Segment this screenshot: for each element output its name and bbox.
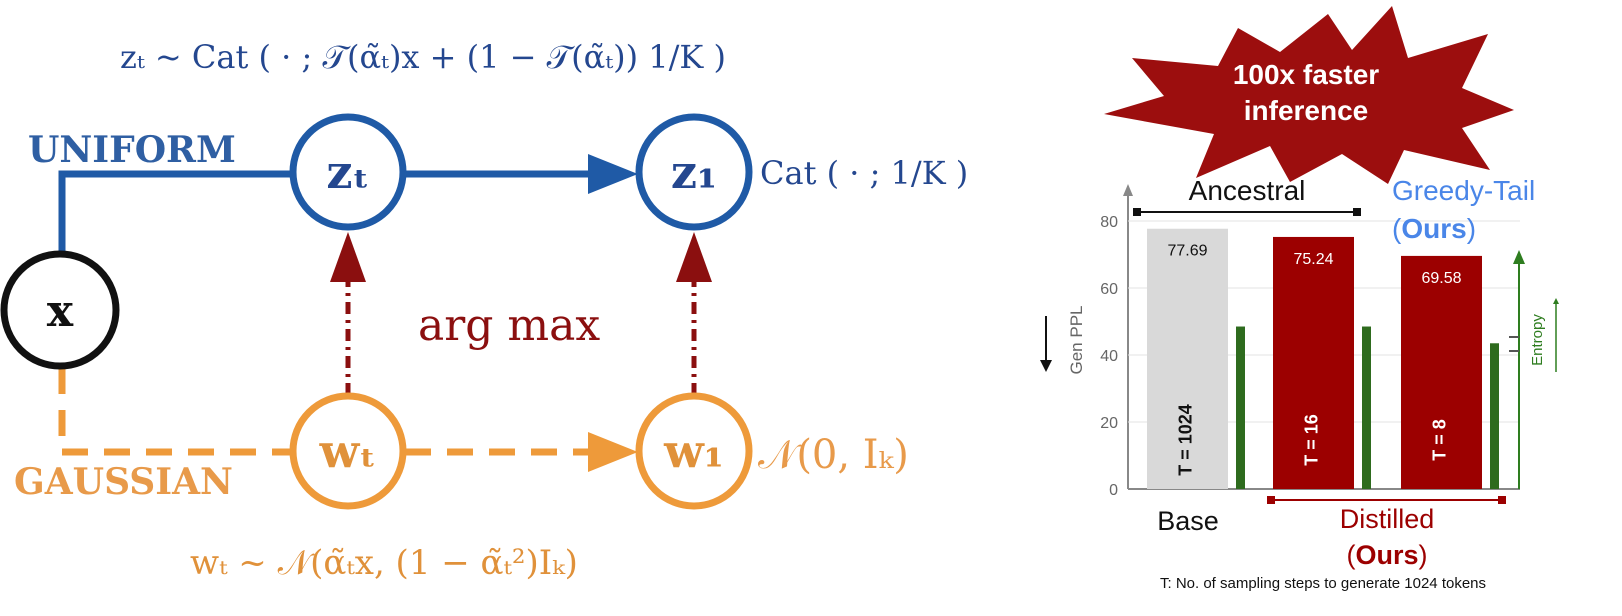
bottom-formula: wₜ ~ 𝒩(α̃ₜx, (1 − α̃ₜ²)Iₖ) (190, 543, 578, 583)
chart-footnote: T: No. of sampling steps to generate 102… (1160, 575, 1486, 592)
node-wt-label: wₜ (319, 424, 377, 478)
node-zt-label: zₜ (326, 145, 369, 199)
distilled-bracket-end (1267, 496, 1275, 504)
gen-ppl-bar (1273, 236, 1354, 489)
w1-distribution: 𝒩(0, Iₖ) (758, 432, 909, 478)
diffusion-diagram: zₜ ~ Cat ( · ; 𝒯(α̃ₜ)x + (1 − 𝒯(α̃ₜ)) 1/… (0, 38, 968, 583)
gen-ppl-data-label: 69.58 (1421, 270, 1461, 287)
entropy-bar (1490, 343, 1499, 489)
uniform-arrowhead (588, 154, 638, 194)
gaussian-label: GAUSSIAN (14, 461, 233, 503)
gen-ppl-data-label: 77.69 (1167, 243, 1207, 260)
sampling-steps-label: T = 8 (1430, 419, 1450, 461)
argmax-arrowhead-right (676, 232, 712, 282)
burst-line-2: inference (1244, 95, 1369, 126)
gaussian-path (58, 368, 292, 456)
node-x-label: x (47, 286, 74, 337)
base-label: Base (1157, 506, 1219, 536)
argmax-label: arg max (418, 300, 600, 351)
lower-better-arrowhead (1040, 360, 1052, 372)
entropy-axis-label: Entropy (1529, 314, 1546, 366)
gaussian-arrowhead (588, 432, 638, 472)
node-w1-circle (635, 392, 753, 510)
node-z1-label: z₁ (671, 145, 717, 199)
burst-line-1: 100x faster (1233, 59, 1379, 90)
y-tick-label: 60 (1100, 281, 1118, 298)
distilled-label: Distilled (1340, 504, 1435, 534)
higher-better-arrowhead (1553, 298, 1559, 304)
entropy-bar (1362, 326, 1371, 489)
ancestral-label: Ancestral (1189, 175, 1306, 206)
y-tick-label: 40 (1100, 348, 1118, 365)
greedy-tail-ours: (Ours) (1392, 213, 1476, 244)
y-axis-label: Gen PPL (1067, 306, 1086, 375)
distilled-bracket-end (1498, 496, 1506, 504)
top-formula: zₜ ~ Cat ( · ; 𝒯(α̃ₜ)x + (1 − 𝒯(α̃ₜ)) 1/… (120, 38, 726, 76)
entropy-axis-arrowhead (1513, 250, 1525, 264)
distilled-ours: (Ours) (1346, 540, 1427, 570)
entropy-bar (1236, 326, 1245, 489)
gen-ppl-bar (1147, 228, 1228, 489)
sampling-steps-label: T = 16 (1302, 414, 1322, 466)
greedy-tail-label: Greedy-Tail (1392, 175, 1535, 206)
y-tick-label: 0 (1109, 482, 1118, 499)
node-zt-circle (289, 113, 407, 231)
uniform-label: UNIFORM (28, 129, 236, 171)
uniform-path (58, 170, 292, 252)
node-w1-label: w₁ (663, 424, 724, 478)
ancestral-bracket-end (1353, 208, 1361, 216)
burst-shape (1104, 6, 1514, 184)
node-x-circle (0, 250, 120, 370)
y-tick-label: 80 (1100, 214, 1118, 231)
z1-distribution: Cat ( · ; 1/K ) (760, 154, 968, 192)
node-z1-circle (635, 113, 753, 231)
y-axis-arrowhead (1123, 184, 1133, 196)
sampling-steps-label: T = 1024 (1176, 404, 1196, 476)
y-tick-label: 20 (1100, 415, 1118, 432)
node-wt-circle (289, 392, 407, 510)
gen-ppl-bar (1401, 255, 1482, 489)
ancestral-bracket-end (1133, 208, 1141, 216)
gen-ppl-data-label: 75.24 (1293, 251, 1333, 268)
argmax-arrowhead-left (330, 232, 366, 282)
speedup-burst: 100x faster inference (1104, 6, 1514, 184)
